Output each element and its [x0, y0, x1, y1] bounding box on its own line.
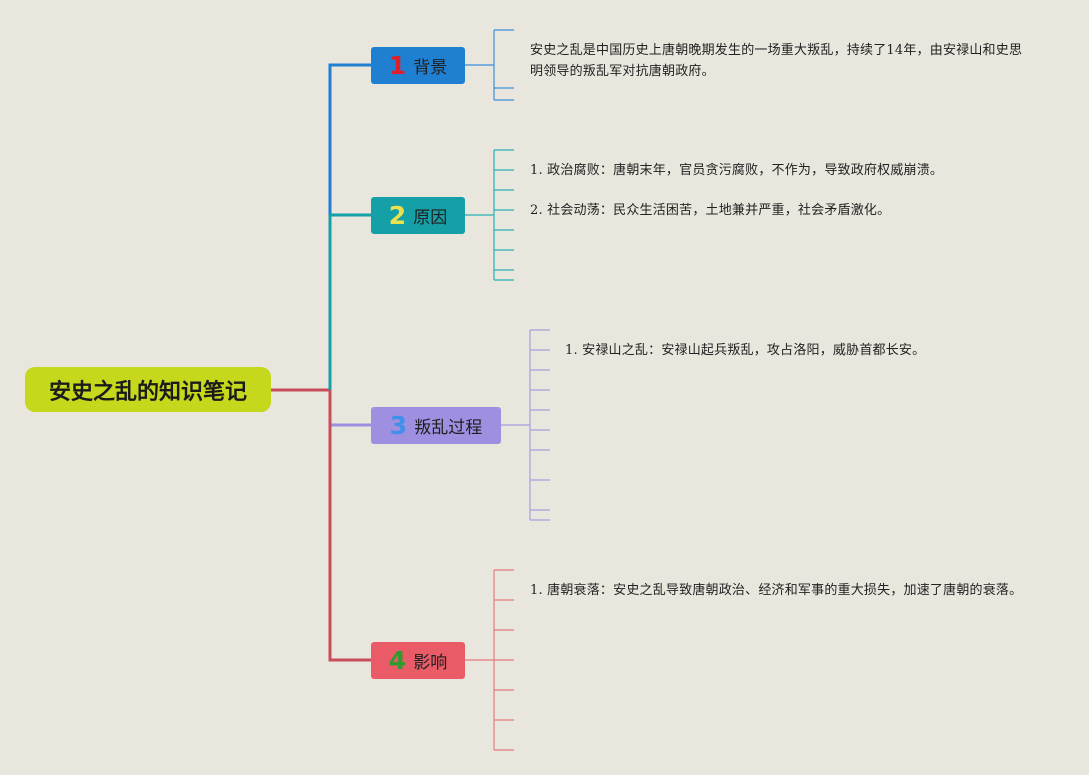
branch-label: 叛乱过程 [414, 418, 483, 438]
connector-branch-3 [328, 390, 371, 427]
note-text: 1. 安禄山之乱：安禄山起兵叛乱，攻占洛阳，威胁首都长安。 [565, 343, 926, 358]
branch-node-background[interactable]: 1 背景 [371, 47, 465, 84]
connector-branch-1 [328, 63, 371, 390]
branch-label: 原因 [413, 208, 448, 228]
note-cause-society[interactable]: 2. 社会动荡：民众生活困苦，土地兼并严重，社会矛盾激化。 [530, 200, 1025, 221]
leaf-bracket-3 [501, 329, 550, 521]
branch-node-rebellion-process[interactable]: 3 叛乱过程 [371, 407, 501, 444]
note-text: 1. 政治腐败：唐朝末年，官员贪污腐败，不作为，导致政府权威崩溃。 [530, 163, 944, 178]
branch-number: 2 [388, 201, 407, 230]
root-title: 安史之乱的知识笔记 [48, 379, 247, 405]
branch-node-impact[interactable]: 4 影响 [371, 642, 465, 679]
note-text: 2. 社会动荡：民众生活困苦，土地兼并严重，社会矛盾激化。 [530, 203, 891, 218]
leaf-bracket-4 [465, 569, 514, 751]
note-cause-politics[interactable]: 1. 政治腐败：唐朝末年，官员贪污腐败，不作为，导致政府权威崩溃。 [530, 160, 1025, 181]
note-impact-decline[interactable]: 1. 唐朝衰落：安史之乱导致唐朝政治、经济和军事的重大损失，加速了唐朝的衰落。 [530, 580, 1025, 601]
branch-node-causes[interactable]: 2 原因 [371, 197, 465, 234]
connector-branch-4 [328, 390, 371, 662]
branch-number: 4 [388, 646, 407, 675]
branch-number: 3 [389, 411, 408, 440]
branch-label: 背景 [413, 58, 448, 78]
note-background[interactable]: 安史之乱是中国历史上唐朝晚期发生的一场重大叛乱，持续了14年，由安禄山和史思明领… [530, 40, 1025, 82]
leaf-bracket-2 [465, 149, 514, 281]
note-text: 安史之乱是中国历史上唐朝晚期发生的一场重大叛乱，持续了14年，由安禄山和史思明领… [530, 43, 1023, 79]
note-rebellion-an-lushan[interactable]: 1. 安禄山之乱：安禄山起兵叛乱，攻占洛阳，威胁首都长安。 [565, 340, 1045, 361]
note-text: 1. 唐朝衰落：安史之乱导致唐朝政治、经济和军事的重大损失，加速了唐朝的衰落。 [530, 583, 1023, 598]
branch-label: 影响 [413, 653, 448, 673]
leaf-bracket-1 [465, 29, 514, 101]
branch-number: 1 [388, 51, 407, 80]
root-node[interactable]: 安史之乱的知识笔记 [25, 367, 271, 412]
